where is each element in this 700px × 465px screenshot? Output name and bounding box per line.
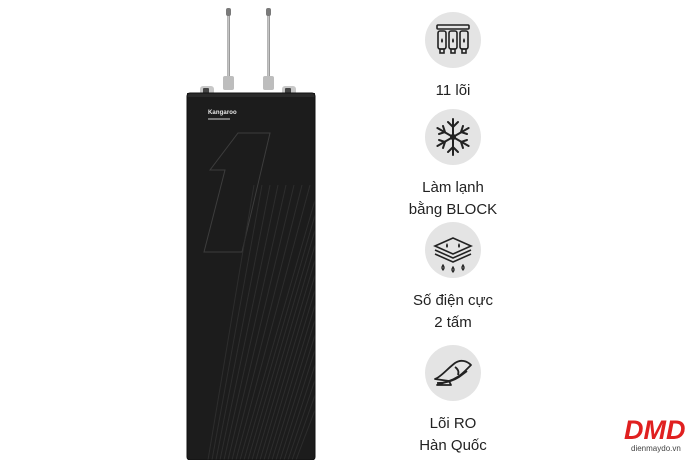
- water-purifier-drawing: [186, 8, 316, 461]
- brand-label: Kangaroo: [208, 110, 237, 116]
- feature-label: Số điện cực 2 tấm: [400, 290, 506, 334]
- electrode-layers-icon: [425, 222, 481, 278]
- filter-cartridges-icon: [425, 12, 481, 68]
- ro-membrane-icon: [425, 345, 481, 401]
- feature-label: Làm lạnh bằng BLOCK: [400, 177, 506, 221]
- feature-line: bằng BLOCK: [408, 201, 498, 218]
- feature-line: Số điện cực: [412, 292, 494, 309]
- brand-underline: [208, 118, 230, 120]
- feature-line: Hàn Quốc: [419, 437, 487, 454]
- logo-website: dienmaydo.vn: [631, 444, 681, 453]
- feature-list: 11 lõi Làm lạnh bằng: [400, 0, 530, 460]
- feature-line: Làm lạnh: [422, 179, 484, 196]
- feature-line: 2 tấm: [434, 314, 472, 331]
- feature-line: Lõi RO: [429, 415, 477, 432]
- feature-line: 11 lõi: [435, 82, 471, 99]
- feature-label: 11 lõi: [400, 80, 506, 102]
- dmd-logo: DMD: [620, 413, 696, 457]
- water-purifier-image: Kangaroo: [170, 0, 330, 461]
- feature-label: Lõi RO Hàn Quốc: [400, 413, 506, 457]
- dmd-logo-mark: DMD: [624, 415, 686, 445]
- snowflake-icon: [425, 109, 481, 165]
- dmd-logo-text: DMD: [624, 415, 686, 443]
